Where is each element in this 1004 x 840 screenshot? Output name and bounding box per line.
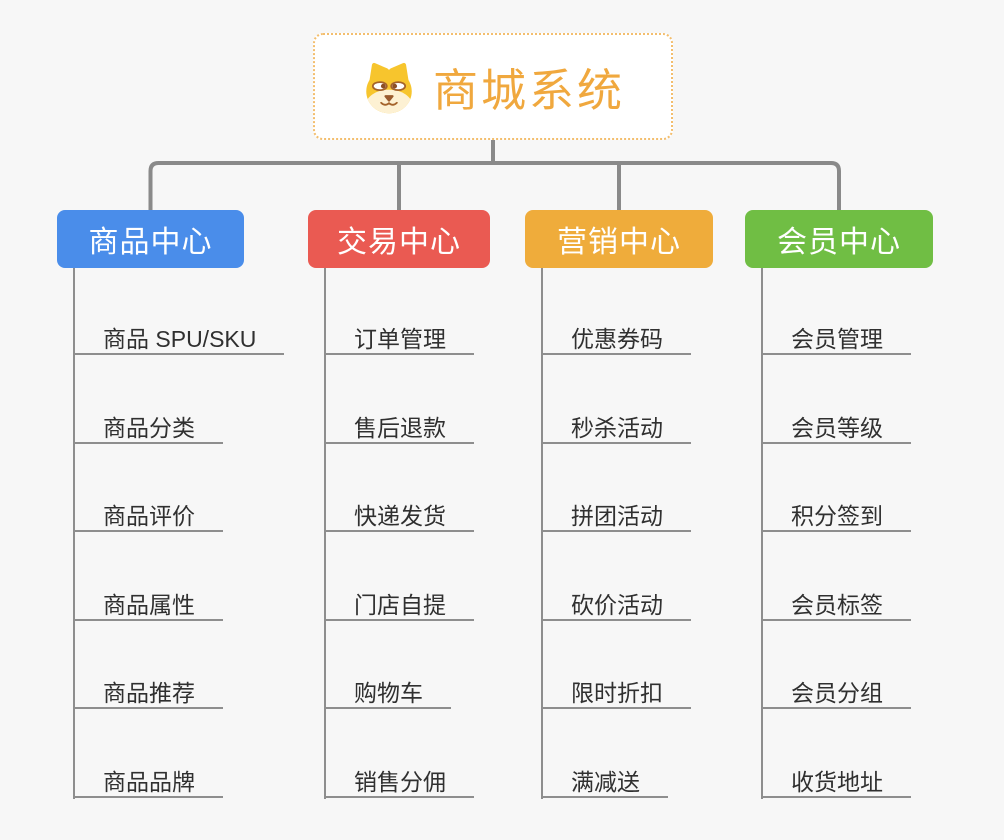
leaf-topic[interactable]: 秒杀活动 [541,414,691,444]
leaf-topic[interactable]: 商品评价 [73,502,223,532]
leaf-topic[interactable]: 商品推荐 [73,679,223,709]
leaf-topic[interactable]: 积分签到 [761,502,911,532]
root-topic-title: 商城系统 [432,65,625,116]
branch-node[interactable]: 交易中心 [308,210,490,268]
leaf-topic[interactable]: 商品属性 [73,591,223,621]
leaf-topic[interactable]: 砍价活动 [541,591,691,621]
leaf-topic[interactable]: 售后退款 [324,414,474,444]
leaf-topic[interactable]: 会员标签 [761,591,911,621]
leaf-topic[interactable]: 优惠券码 [541,325,691,355]
leaf-topic[interactable]: 会员等级 [761,414,911,444]
leaf-topic[interactable]: 收货地址 [761,768,911,798]
root-topic-node[interactable]: 商城系统 [313,33,673,140]
branch-node[interactable]: 商品中心 [57,210,244,268]
leaf-topic[interactable]: 会员分组 [761,679,911,709]
leaf-topic[interactable]: 快递发货 [324,502,474,532]
leaf-topic[interactable]: 订单管理 [324,325,474,355]
leaf-topic[interactable]: 会员管理 [761,325,911,355]
leaf-topic[interactable]: 满减送 [541,768,668,798]
branch-trunk-line [324,268,326,799]
branch-node[interactable]: 营销中心 [525,210,713,268]
branch-trunk-line [541,268,543,799]
leaf-topic[interactable]: 购物车 [324,679,451,709]
branch-trunk-line [73,268,75,799]
leaf-topic[interactable]: 销售分佣 [324,768,474,798]
leaf-topic[interactable]: 商品分类 [73,414,223,444]
branch-trunk-line [761,268,763,799]
leaf-topic[interactable]: 拼团活动 [541,502,691,532]
leaf-topic[interactable]: 门店自提 [324,591,474,621]
leaf-topic[interactable]: 商品品牌 [73,768,223,798]
leaf-topic[interactable]: 商品 SPU/SKU [73,325,285,355]
dog-face-icon [361,59,417,115]
branch-node[interactable]: 会员中心 [745,210,933,268]
leaf-topic[interactable]: 限时折扣 [541,679,691,709]
